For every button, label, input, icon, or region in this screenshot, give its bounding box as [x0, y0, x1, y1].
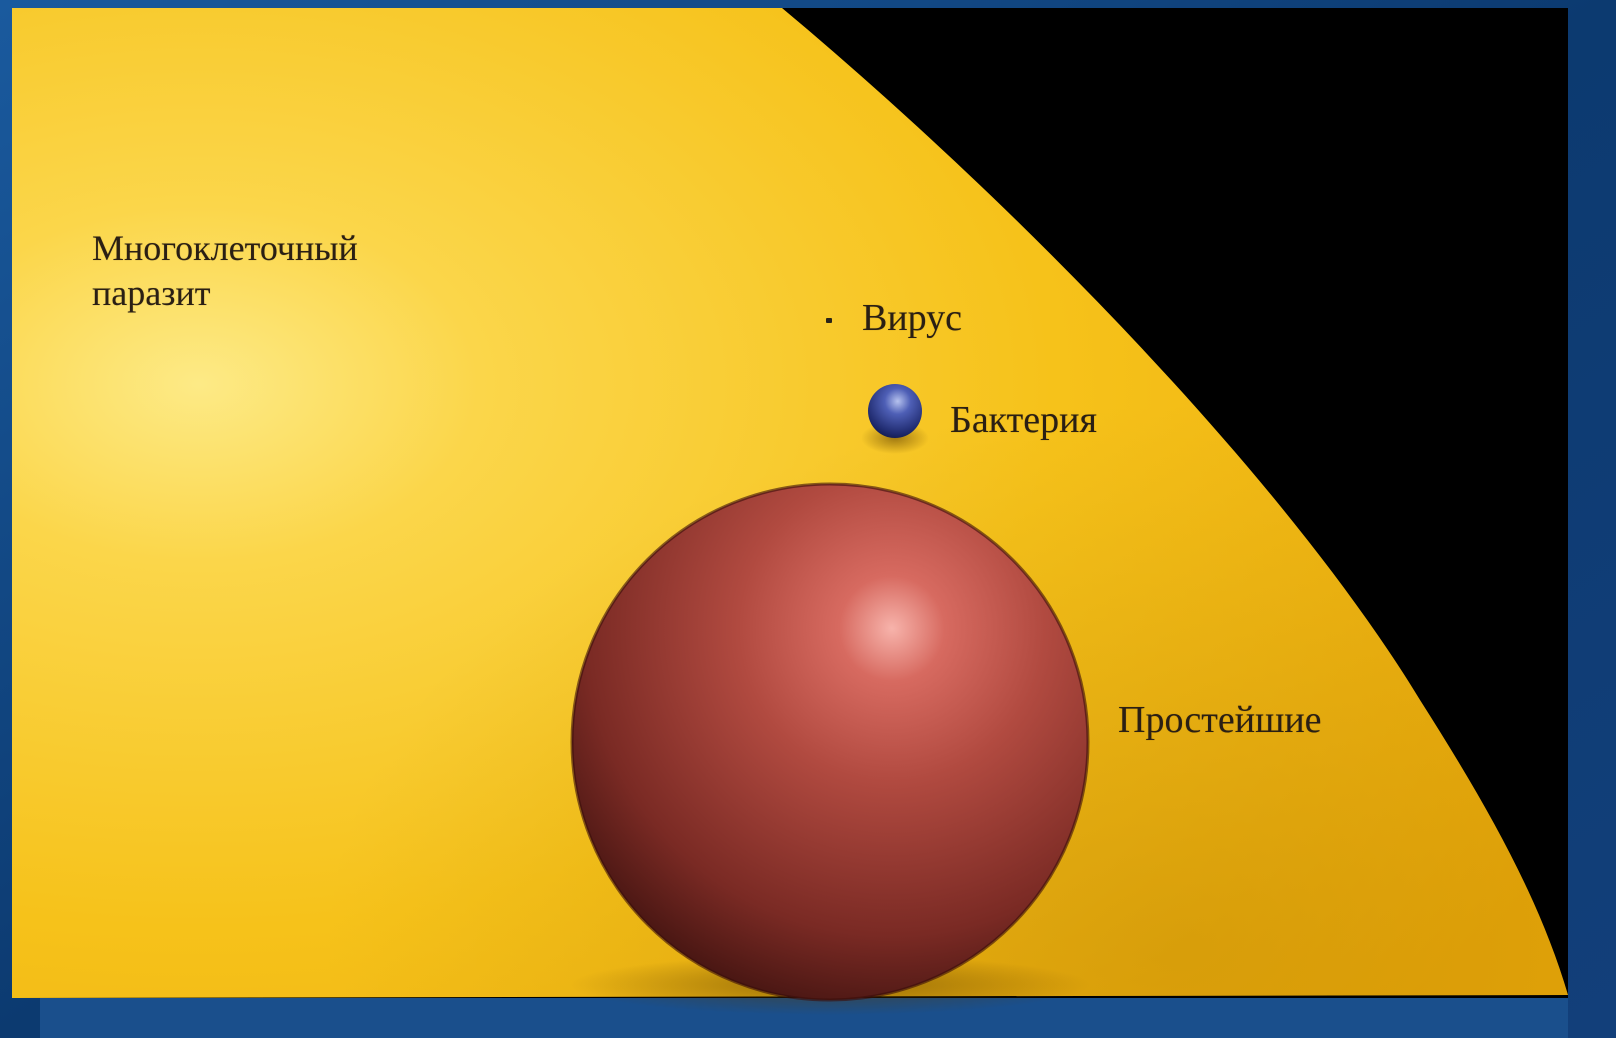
label-multicellular-parasite: Многоклеточный паразит — [92, 226, 432, 315]
label-protozoa: Простейшие — [1118, 697, 1322, 744]
label-virus: Вирус — [862, 295, 962, 342]
virus-dot — [826, 318, 832, 323]
label-bacteria: Бактерия — [950, 397, 1097, 444]
bacteria-sphere — [868, 384, 922, 438]
protozoa-sphere — [572, 484, 1088, 1000]
